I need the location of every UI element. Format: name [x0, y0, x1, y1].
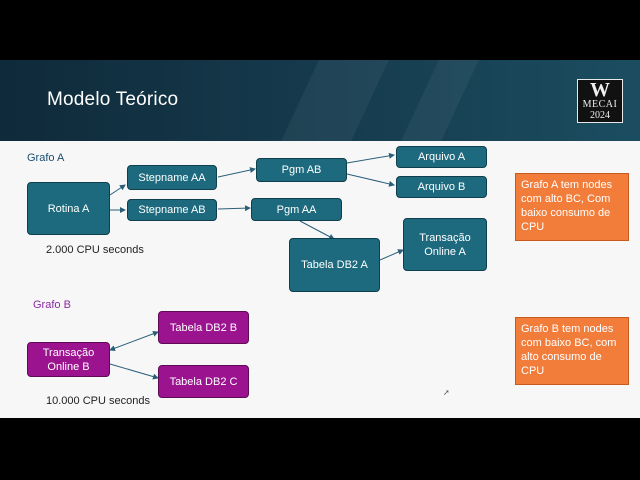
logo-line2: 2024 — [590, 110, 610, 121]
node-tabela-db2-b[interactable]: Tabela DB2 B — [158, 311, 249, 344]
node-pgm-aa[interactable]: Pgm AA — [251, 198, 342, 221]
node-arquivo-a[interactable]: Arquivo A — [396, 146, 487, 168]
edge-tabela-a-transacao-a — [379, 249, 404, 261]
edge-transacao-b-tabela-c — [109, 363, 159, 380]
node-stepname-ab[interactable]: Stepname AB — [127, 199, 217, 221]
graph-b-note: Grafo B tem nodes com baixo BC, com alto… — [515, 317, 629, 385]
diagram-arrows — [109, 152, 404, 380]
mouse-cursor-icon: ➚ — [443, 388, 450, 397]
slide: Modelo Teórico W MECAI 2024 — [0, 60, 640, 418]
node-transacao-online-a[interactable]: Transação Online A — [403, 218, 487, 271]
edge-pgm-ab-arquivo-a — [346, 152, 395, 164]
node-arquivo-b[interactable]: Arquivo B — [396, 176, 487, 198]
edge-rotina-stepname-aa — [109, 184, 126, 196]
graph-a-label: Grafo A — [27, 152, 65, 164]
edge-pgm-ab-arquivo-b — [346, 173, 395, 187]
node-transacao-online-b[interactable]: Transação Online B — [27, 342, 110, 377]
graph-a-cpu: 2.000 CPU seconds — [46, 244, 144, 256]
edge-stepname-ab-pgm-aa — [217, 205, 251, 212]
graph-a-note: Grafo A tem nodes com alto BC, Com baixo… — [515, 173, 629, 241]
logo-line1: MECAI — [582, 99, 618, 110]
mecai-logo: W MECAI 2024 — [577, 79, 623, 123]
logo-mark: W — [590, 79, 610, 101]
node-tabela-db2-a[interactable]: Tabela DB2 A — [289, 238, 380, 292]
node-stepname-aa[interactable]: Stepname AA — [127, 165, 217, 190]
slide-title: Modelo Teórico — [47, 89, 179, 110]
edge-stepname-aa-pgm-ab — [217, 167, 256, 178]
node-tabela-db2-c[interactable]: Tabela DB2 C — [158, 365, 249, 398]
graph-b-label: Grafo B — [33, 299, 71, 311]
edge-pgm-aa-tabela-db2-a — [299, 220, 335, 240]
edge-transacao-b-tabela-b — [109, 330, 159, 352]
graph-b-cpu: 10.000 CPU seconds — [46, 395, 150, 407]
node-rotina-a[interactable]: Rotina A — [27, 182, 110, 235]
node-pgm-ab[interactable]: Pgm AB — [256, 158, 347, 182]
slide-header: Modelo Teórico W MECAI 2024 — [0, 60, 640, 141]
